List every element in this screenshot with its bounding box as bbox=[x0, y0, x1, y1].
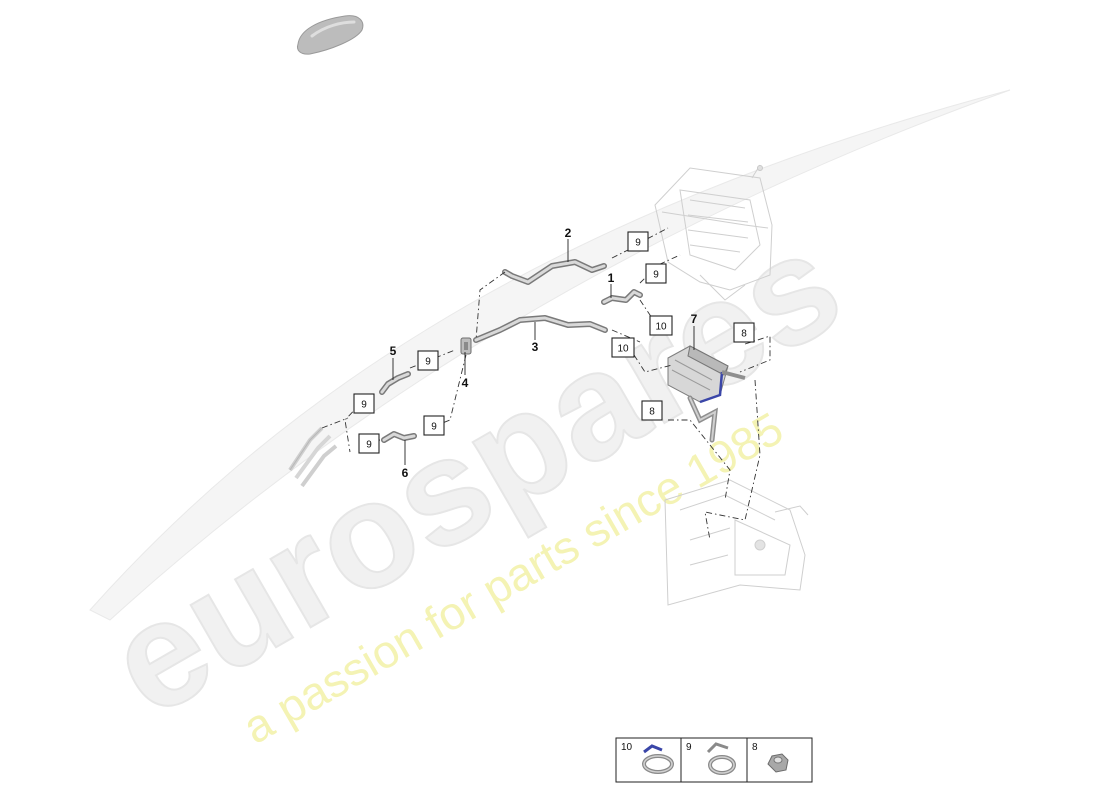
callout-boxes: 9 9 10 10 8 9 9 9 9 8 bbox=[353, 231, 755, 454]
hvac-housing bbox=[654, 164, 773, 301]
callout-box: 9 bbox=[358, 433, 380, 454]
hose-part-2 bbox=[502, 259, 607, 285]
callout-box: 9 bbox=[417, 350, 439, 371]
callout-box: 9 bbox=[627, 231, 649, 252]
svg-text:9: 9 bbox=[361, 400, 367, 411]
hose-clamp-icon bbox=[642, 744, 674, 774]
svg-text:9: 9 bbox=[425, 357, 431, 368]
svg-text:10: 10 bbox=[655, 322, 667, 333]
svg-text:8: 8 bbox=[649, 407, 655, 418]
svg-text:9: 9 bbox=[686, 742, 692, 753]
grommet-part-4 bbox=[460, 337, 472, 355]
hose-part-3 bbox=[473, 315, 608, 343]
svg-text:9: 9 bbox=[653, 270, 659, 281]
part-label: 6 bbox=[402, 466, 409, 480]
svg-text:10: 10 bbox=[617, 344, 629, 355]
body-structure bbox=[664, 479, 809, 606]
part-label: 3 bbox=[532, 340, 539, 354]
part-label: 5 bbox=[390, 344, 397, 358]
watermark: eurospares a passion for parts since 198… bbox=[81, 89, 1011, 754]
svg-text:9: 9 bbox=[366, 440, 372, 451]
legend-cell: 9 bbox=[686, 742, 736, 775]
part-numbers: 2 1 3 4 5 6 7 bbox=[390, 226, 698, 480]
part-label: 4 bbox=[462, 376, 469, 390]
heat-exchanger bbox=[667, 345, 746, 443]
callout-box: 9 bbox=[645, 263, 667, 284]
svg-text:9: 9 bbox=[635, 238, 641, 249]
part-label: 1 bbox=[608, 271, 615, 285]
spring-clip-icon bbox=[706, 742, 736, 775]
callout-box: 8 bbox=[733, 322, 755, 343]
watermark-brand: eurospares bbox=[82, 198, 866, 748]
callout-box: 10 bbox=[611, 337, 635, 358]
nut-icon bbox=[767, 753, 789, 773]
callout-box: 9 bbox=[423, 415, 445, 436]
hose-part-5 bbox=[379, 371, 411, 395]
svg-text:8: 8 bbox=[741, 329, 747, 340]
callout-box: 10 bbox=[649, 315, 673, 336]
svg-text:8: 8 bbox=[752, 742, 758, 753]
part-label: 2 bbox=[565, 226, 572, 240]
hardware-legend: 10 9 8 bbox=[615, 737, 813, 783]
hose-ends-left bbox=[288, 426, 338, 488]
legend-cell: 10 bbox=[621, 742, 674, 774]
vehicle-silhouette-icon bbox=[297, 15, 364, 55]
svg-text:10: 10 bbox=[621, 742, 633, 753]
svg-text:9: 9 bbox=[431, 422, 437, 433]
leader-lines bbox=[392, 239, 695, 465]
callout-box: 9 bbox=[353, 393, 375, 414]
callout-box: 8 bbox=[641, 400, 663, 421]
legend-cell: 8 bbox=[752, 742, 789, 773]
hose-part-1 bbox=[601, 289, 643, 305]
part-label: 7 bbox=[691, 312, 698, 326]
hose-part-6 bbox=[381, 431, 417, 443]
